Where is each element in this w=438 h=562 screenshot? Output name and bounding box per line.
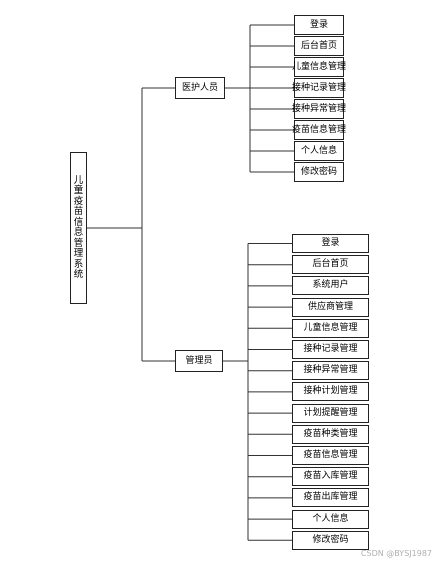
- root-node-char: 息: [73, 227, 84, 238]
- root-node-char: 信: [73, 216, 84, 228]
- watermark: CSDN @BYSJ1987: [360, 549, 432, 558]
- leaf-node: 儿童信息管理: [292, 57, 346, 77]
- root-node: 儿童疫苗信息管理系统: [70, 152, 87, 304]
- leaf-node: 接种记录管理: [292, 340, 369, 359]
- leaf-node: 修改密码: [294, 162, 344, 182]
- root-node-char: 系: [73, 258, 84, 270]
- leaf-node: 接种异常管理: [292, 99, 346, 119]
- leaf-node: 后台首页: [292, 255, 369, 275]
- leaf-node: 疫苗种类管理: [292, 424, 369, 444]
- leaf-node: 登录: [294, 15, 344, 35]
- root-node-char: 理: [73, 248, 84, 259]
- leaf-node: 后台首页: [294, 36, 344, 56]
- root-node-char: 童: [73, 185, 84, 196]
- root-node-char: 儿: [73, 174, 84, 186]
- role-node-administrator: 管理员: [175, 350, 223, 372]
- leaf-node: 计划提醒管理: [292, 403, 369, 423]
- leaf-node: 疫苗信息管理: [292, 120, 346, 140]
- leaf-node: 登录: [292, 234, 369, 253]
- root-node-char: 苗: [73, 206, 84, 217]
- leaf-node: 疫苗出库管理: [292, 488, 369, 508]
- leaf-node: 修改密码: [292, 530, 369, 550]
- leaf-node: 接种记录管理: [292, 78, 346, 98]
- role-node-medical-staff: 医护人员: [175, 77, 225, 99]
- leaf-node: 系统用户: [292, 276, 369, 296]
- leaf-node: 疫苗入库管理: [292, 467, 369, 487]
- leaf-node: 接种异常管理: [292, 361, 369, 381]
- leaf-node: 疫苗信息管理: [292, 446, 369, 465]
- root-node-char: 疫: [73, 195, 84, 207]
- leaf-node: 儿童信息管理: [292, 318, 369, 338]
- root-node-char: 统: [73, 269, 84, 280]
- leaf-node: 接种计划管理: [292, 382, 369, 402]
- root-node-char: 管: [73, 237, 84, 249]
- leaf-node: 个人信息: [292, 509, 369, 529]
- leaf-node: 个人信息: [294, 141, 344, 161]
- leaf-node: 供应商管理: [292, 297, 369, 317]
